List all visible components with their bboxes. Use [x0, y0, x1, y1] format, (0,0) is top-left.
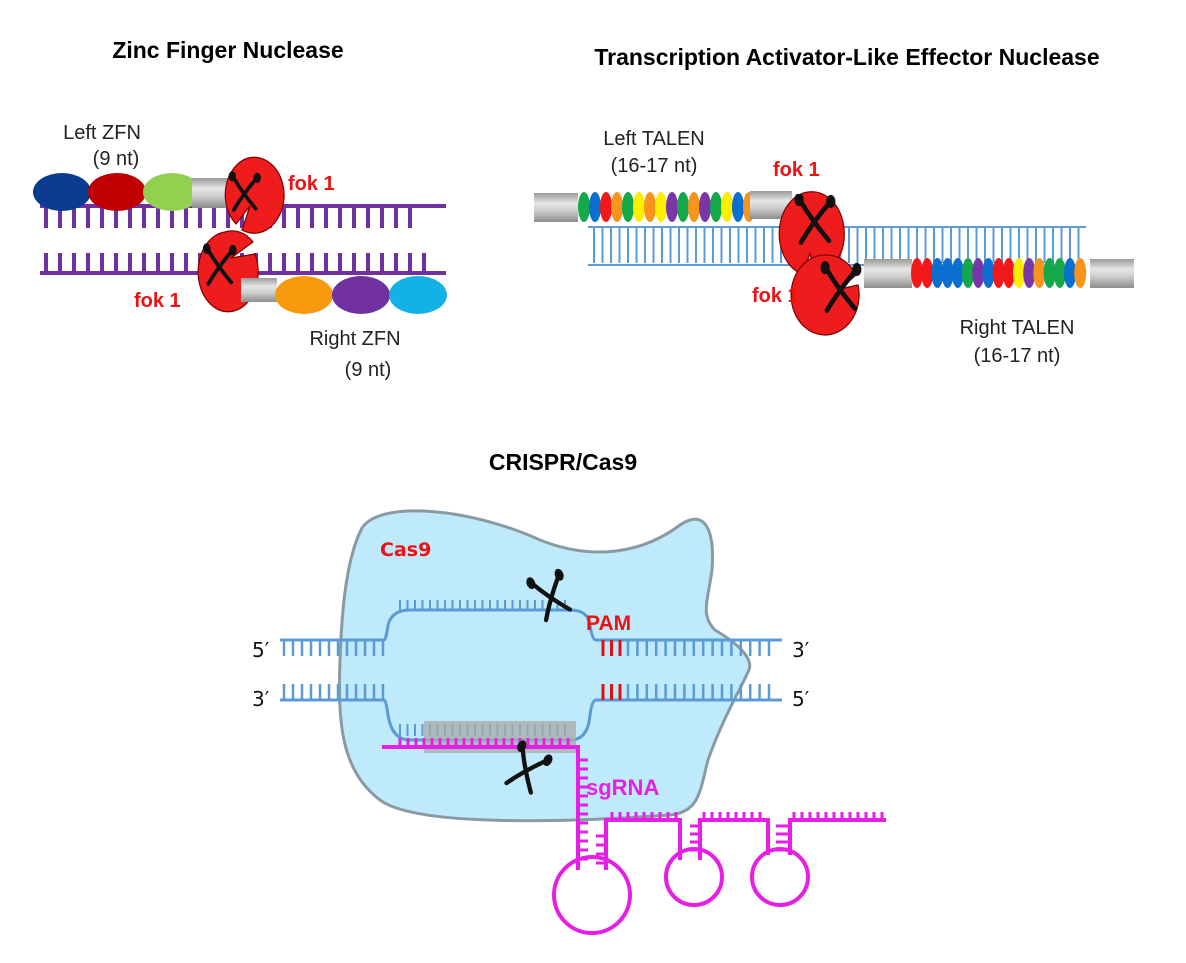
bottom-strand-5prime: 5′ [792, 687, 810, 711]
tal-repeat [611, 192, 623, 222]
right-zfn-linker [241, 278, 277, 302]
right-talen-repeats [911, 258, 1087, 288]
tal-repeat [589, 192, 601, 222]
left-zfn-label: Left ZFN [63, 122, 141, 144]
left-talen-repeats [578, 192, 755, 222]
fok1-bottom-label: fok 1 [134, 290, 181, 312]
tal-repeat [1064, 258, 1076, 288]
tal-repeat [721, 192, 733, 222]
fok1-top-nuclease [224, 156, 285, 234]
zfn-dna-duplex [40, 204, 446, 275]
right-talen-label: Right TALEN [960, 317, 1075, 339]
left-zfn-fingers [33, 173, 201, 211]
tal-repeat [710, 192, 722, 222]
talen-panel: Transcription Activator-Like Effector Nu… [534, 44, 1134, 367]
fok1-top-label: fok 1 [288, 173, 335, 195]
sgrna-label: sgRNA [586, 775, 659, 800]
tal-repeat [578, 192, 590, 222]
tal-repeat [600, 192, 612, 222]
tal-repeat [677, 192, 689, 222]
tal-repeat [1053, 258, 1066, 288]
tal-repeat [941, 258, 954, 288]
tal-repeat [1074, 258, 1087, 288]
talen-fok1-top-label: fok 1 [773, 159, 820, 181]
tal-repeat [622, 192, 634, 222]
talen-title: Transcription Activator-Like Effector Nu… [594, 44, 1099, 70]
bottom-strand-3prime: 3′ [252, 687, 270, 711]
zinc-finger [33, 173, 91, 211]
fok1-bottom-nuclease [790, 254, 861, 336]
right-talen-linker [864, 259, 912, 288]
right-zfn-label: Right ZFN [309, 328, 400, 350]
tal-repeat [931, 258, 944, 288]
tal-repeat [921, 258, 934, 288]
tal-repeat [688, 192, 700, 222]
crispr-panel: CRISPR/Cas9 Cas9 5′ 3′ 3′ 5′ PAM sgRNA [252, 449, 886, 935]
left-zfn-length: (9 nt) [93, 148, 140, 170]
right-zfn-fingers [275, 276, 447, 314]
zinc-finger [88, 173, 146, 211]
pam-label: PAM [586, 612, 631, 635]
top-strand-3prime: 3′ [792, 638, 810, 662]
tal-repeat [699, 192, 711, 222]
tal-repeat [1013, 258, 1025, 288]
left-talen-length: (16-17 nt) [611, 155, 698, 177]
tal-repeat [666, 192, 678, 222]
tal-repeat [972, 258, 985, 288]
tal-repeat [1023, 258, 1036, 288]
tal-repeat [1002, 258, 1015, 288]
crispr-title: CRISPR/Cas9 [489, 449, 637, 475]
tal-repeat [644, 192, 656, 222]
top-strand-5prime: 5′ [252, 638, 270, 662]
target-dna [280, 600, 782, 742]
talen-dna-duplex [588, 226, 1086, 266]
talen-fok1-bottom-label: fok 1 [752, 285, 799, 307]
left-talen-n-cap [534, 193, 578, 222]
tal-repeat [992, 258, 1005, 288]
sgrna-loop [750, 847, 810, 907]
zfn-title: Zinc Finger Nuclease [112, 37, 343, 63]
tal-repeat [655, 192, 667, 222]
cas9-label: Cas9 [380, 539, 431, 561]
zinc-finger [143, 173, 201, 211]
zinc-finger [275, 276, 333, 314]
zinc-finger [389, 276, 447, 314]
right-zfn-length: (9 nt) [345, 359, 392, 381]
sgrna-loop [552, 855, 632, 935]
tal-repeat [982, 258, 995, 288]
sgrna [382, 738, 886, 935]
zfn-panel: Zinc Finger Nuclease Left ZFN (9 nt) fok… [33, 37, 447, 381]
right-talen-length: (16-17 nt) [974, 345, 1061, 367]
sgrna-loop [664, 847, 724, 907]
tal-repeat [951, 258, 964, 288]
left-zfn-linker [192, 178, 228, 208]
tal-repeat [911, 258, 923, 288]
tal-repeat [1033, 258, 1046, 288]
left-talen-label: Left TALEN [603, 128, 705, 150]
tal-repeat [633, 192, 645, 222]
tal-repeat [962, 258, 974, 288]
tal-repeat [1043, 258, 1056, 288]
zinc-finger [332, 276, 390, 314]
tal-repeat [732, 192, 744, 222]
right-talen-c-cap [1090, 259, 1134, 288]
